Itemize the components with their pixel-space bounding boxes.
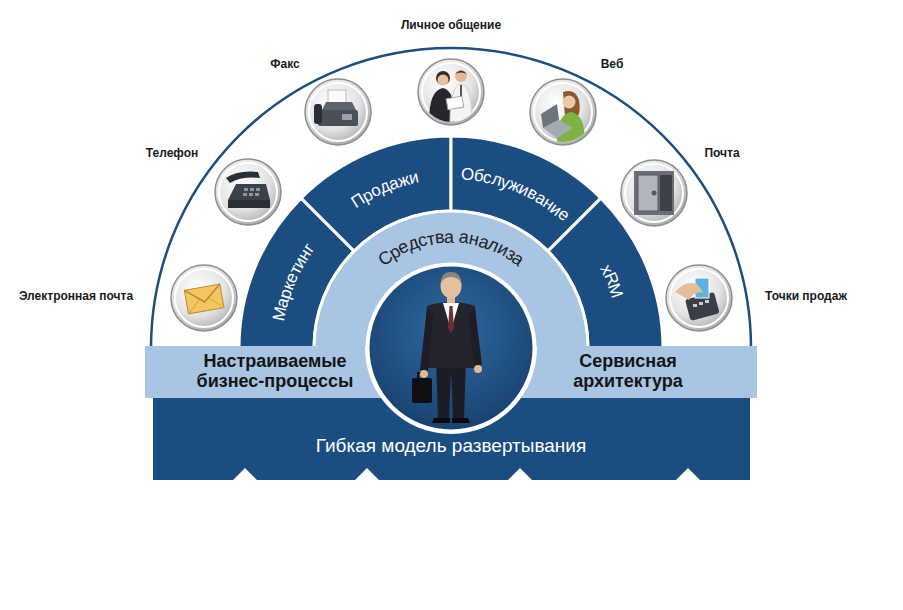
fax-icon-part	[342, 114, 352, 120]
fax-icon-part	[314, 104, 322, 124]
phone-icon-part	[249, 193, 253, 196]
phone-icon-part	[219, 163, 277, 221]
segment-label: Продажи	[348, 167, 421, 212]
mail-icon-part	[634, 171, 674, 215]
phone-icon-part	[256, 188, 260, 191]
web-icon-part	[530, 79, 596, 145]
email-icon-part	[175, 269, 233, 327]
customer-figure-part	[448, 306, 454, 333]
mail-icon-part	[638, 175, 658, 211]
mail-icon-part	[621, 160, 687, 226]
band-label: Настраиваемые бизнес-процессы	[190, 352, 360, 392]
pos-icon-part	[675, 283, 703, 300]
band-label: Гибкая модель развертывания	[316, 436, 587, 457]
channel-label: Веб	[601, 57, 624, 71]
channel-label: Факс	[270, 57, 299, 71]
web-icon-part	[543, 120, 573, 138]
pos-icon-part	[705, 300, 709, 303]
phone-icon-part	[226, 172, 270, 208]
phone-icon-part	[255, 193, 259, 196]
mail-icon-part	[652, 191, 657, 196]
fax-icon-part	[328, 90, 346, 104]
phone-icon-part	[243, 193, 247, 196]
pos-icon-part	[699, 302, 703, 305]
fax-icon	[305, 79, 371, 145]
web-icon-part	[563, 96, 576, 109]
meeting-icon-part	[455, 71, 467, 75]
meeting-icon-part	[438, 75, 449, 86]
mail-icon-part	[660, 175, 672, 211]
mail-icon-part	[634, 171, 674, 215]
pos-icon-part	[670, 269, 728, 327]
text-glyph: в	[434, 227, 446, 249]
pos-icon	[666, 265, 732, 331]
channel-arc	[151, 48, 751, 348]
meeting-icon-part	[418, 59, 484, 125]
pos-icon-part	[693, 304, 697, 307]
channel-label: Телефон	[146, 146, 198, 160]
web-icon-part	[541, 91, 585, 142]
analysis-ring-fill	[314, 211, 588, 348]
email-icon-part	[171, 265, 237, 331]
meeting-icon	[418, 59, 484, 125]
email-icon-part	[184, 284, 224, 314]
meeting-icon-part	[455, 70, 467, 82]
architecture-band: Сервисная архитектура	[451, 346, 757, 398]
process-band: Настраиваемые бизнес-процессы	[145, 346, 451, 398]
web-icon-part	[534, 83, 592, 141]
mail-icon-part	[625, 164, 683, 222]
web-icon	[530, 79, 596, 145]
band-label: Сервисная архитектура	[543, 352, 713, 392]
phone-icon-part	[226, 172, 260, 183]
phone-icon-part	[228, 184, 270, 200]
segment-label: Обслуживание	[460, 164, 574, 225]
segment-label: Маркетинг	[269, 240, 318, 323]
channel-label: Точки продаж	[765, 289, 847, 303]
fax-icon-part	[314, 90, 358, 126]
deployment-band: Гибкая модель развертывания	[153, 398, 750, 480]
meeting-icon-part	[436, 71, 450, 85]
meeting-icon-part	[446, 96, 464, 110]
meeting-icon-part	[429, 70, 472, 122]
email-icon-part	[184, 284, 224, 314]
phone-icon-part	[228, 200, 270, 208]
fax-icon-part	[322, 102, 356, 110]
segment-label: xRM	[596, 261, 627, 301]
phone-icon-part	[244, 188, 248, 191]
channel-label: Личное общение	[401, 18, 501, 32]
fax-icon-part	[309, 83, 367, 141]
channel-label: Почта	[704, 146, 739, 160]
phone-icon	[215, 159, 281, 225]
fax-icon-part	[318, 110, 358, 126]
customer-figure-part	[441, 272, 462, 284]
phone-icon-part	[215, 159, 281, 225]
meeting-icon-part	[422, 63, 480, 121]
pos-icon-part	[666, 265, 732, 331]
text-glyph: а	[444, 227, 454, 248]
email-icon-part	[186, 296, 224, 314]
ring-label: Средства анализа	[374, 227, 529, 271]
deployment-band-fill	[153, 398, 750, 480]
phone-icon-part	[250, 188, 254, 191]
email-icon	[171, 265, 237, 331]
mail-icon	[621, 160, 687, 226]
email-icon-part	[184, 284, 222, 305]
process-band-fill	[145, 346, 451, 398]
fax-icon-part	[305, 79, 371, 145]
pos-icon-part	[675, 278, 720, 321]
architecture-band-fill	[451, 346, 757, 398]
channel-label: Электронная почта	[19, 289, 133, 303]
